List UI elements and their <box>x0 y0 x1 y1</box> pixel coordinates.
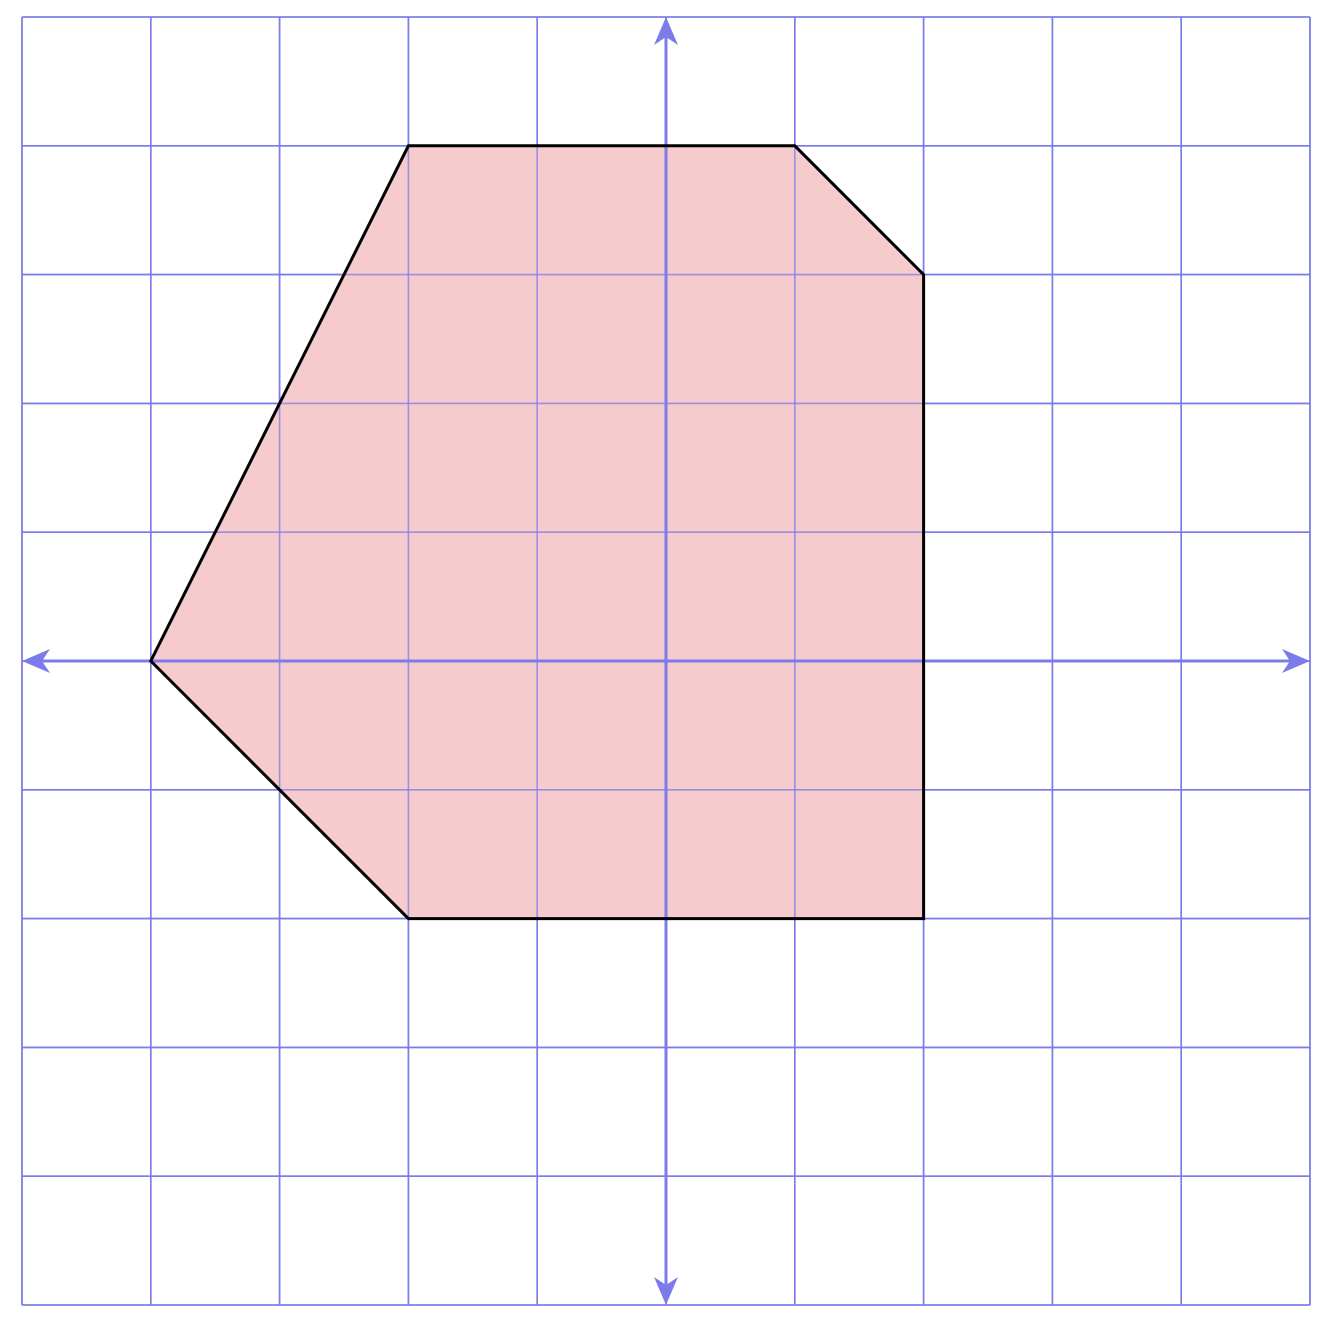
axes <box>22 17 1310 1305</box>
polygon-layer <box>21 16 1311 1306</box>
y-axis-arrow-up-icon <box>654 17 678 45</box>
x-axis-arrow-right-icon <box>1282 649 1310 673</box>
polygon-outline <box>148 144 926 921</box>
y-axis-arrow-down-icon <box>654 1277 678 1305</box>
x-axis-arrow-left-icon <box>22 649 50 673</box>
